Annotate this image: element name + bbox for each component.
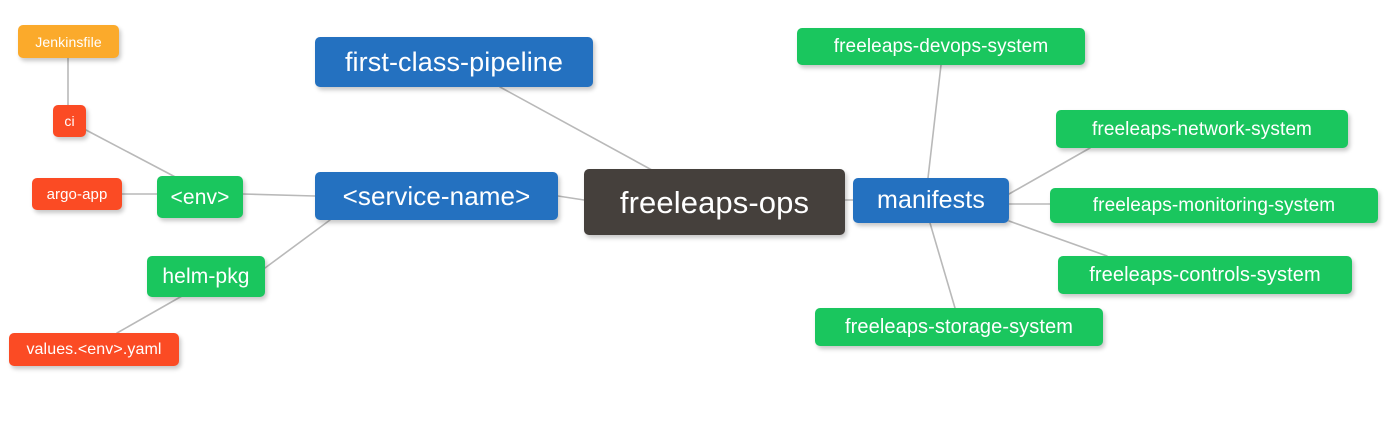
node-ci[interactable]: ci (53, 105, 86, 137)
node-label-freeleaps-controls-system: freeleaps-controls-system (1089, 264, 1321, 286)
node-values-yaml[interactable]: values.<env>.yaml (9, 333, 179, 366)
node-label-values-yaml: values.<env>.yaml (26, 340, 162, 358)
node-argo-app[interactable]: argo-app (32, 178, 122, 210)
node-label-freeleaps-storage-system: freeleaps-storage-system (844, 316, 1074, 338)
node-freeleaps-controls-system[interactable]: freeleaps-controls-system (1058, 256, 1352, 294)
node-label-first-class-pipeline: first-class-pipeline (344, 46, 564, 77)
node-freeleaps-monitoring-system[interactable]: freeleaps-monitoring-system (1050, 188, 1378, 223)
node-label-jenkinsfile: Jenkinsfile (35, 33, 102, 50)
node-freeleaps-ops[interactable]: freeleaps-ops (584, 169, 845, 235)
node-env[interactable]: <env> (157, 176, 243, 218)
node-jenkinsfile[interactable]: Jenkinsfile (18, 25, 119, 58)
node-label-ci: ci (64, 113, 75, 129)
node-manifests[interactable]: manifests (853, 178, 1009, 223)
node-label-freeleaps-monitoring-system: freeleaps-monitoring-system (1092, 195, 1336, 216)
node-label-freeleaps-network-system: freeleaps-network-system (1092, 118, 1312, 140)
node-label-manifests: manifests (877, 186, 985, 214)
node-label-argo-app: argo-app (46, 185, 108, 203)
node-helm-pkg[interactable]: helm-pkg (147, 256, 265, 297)
node-freeleaps-storage-system[interactable]: freeleaps-storage-system (815, 308, 1103, 346)
node-label-helm-pkg: helm-pkg (162, 265, 250, 288)
node-label-freeleaps-ops: freeleaps-ops (619, 184, 810, 220)
node-label-service-name: <service-name> (342, 181, 531, 211)
node-freeleaps-devops-system[interactable]: freeleaps-devops-system (797, 28, 1085, 65)
node-service-name[interactable]: <service-name> (315, 172, 558, 220)
node-label-freeleaps-devops-system: freeleaps-devops-system (833, 36, 1049, 57)
node-first-class-pipeline[interactable]: first-class-pipeline (315, 37, 593, 87)
node-freeleaps-network-system[interactable]: freeleaps-network-system (1056, 110, 1348, 148)
node-label-env: <env> (170, 185, 230, 209)
